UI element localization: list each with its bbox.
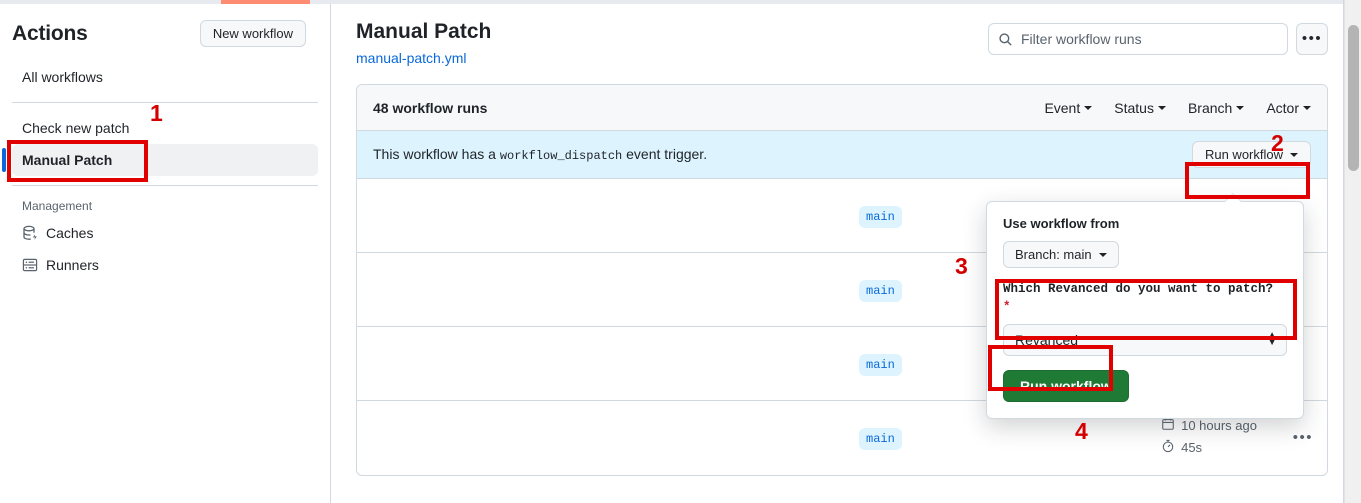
annotation-number-4: 4 <box>1075 418 1088 444</box>
chevron-down-icon <box>1098 252 1107 257</box>
page-header-right: ••• <box>988 18 1328 55</box>
top-accent-strip <box>0 0 1344 4</box>
branch-select-button[interactable]: Branch: main <box>1003 241 1119 268</box>
server-icon <box>22 257 38 273</box>
filter-branch[interactable]: Branch <box>1187 99 1245 116</box>
branch-badge[interactable]: main <box>859 354 902 376</box>
sidebar-header: Actions New workflow <box>0 4 330 57</box>
annotation-number-1: 1 <box>150 100 163 126</box>
required-marker: * <box>1003 300 1011 314</box>
sidebar-group-management: Management <box>22 199 93 213</box>
page-header-left: Manual Patch manual-patch.yml <box>356 18 988 66</box>
annotation-number-2: 2 <box>1271 130 1284 156</box>
run-workflow-label: Run workflow <box>1204 147 1283 162</box>
branch-badge[interactable]: main <box>859 280 902 302</box>
run-workflow-dropdown-button[interactable]: Run workflow <box>1191 141 1311 168</box>
filter-label: Actor <box>1266 99 1299 116</box>
page-scrollbar-thumb[interactable] <box>1348 25 1359 171</box>
filter-label: Branch <box>1187 99 1233 116</box>
run-meta: 10 hours ago 45s <box>1161 417 1257 456</box>
run-timestamp: 10 hours ago <box>1161 417 1257 434</box>
chevron-down-icon <box>1290 152 1298 157</box>
content-right-border <box>1343 0 1344 503</box>
sidebar-item-label: Caches <box>46 225 94 241</box>
database-icon <box>22 225 38 241</box>
run-duration: 45s <box>1161 439 1202 456</box>
row-overflow-menu-button[interactable]: ••• <box>1292 429 1313 446</box>
chevron-down-icon <box>1157 105 1166 110</box>
workflow-input-label: Which Revanced do you want to patch? * <box>1003 280 1287 316</box>
chevron-down-icon <box>1084 105 1093 110</box>
run-workflow-submit-button[interactable]: Run workflow <box>1003 370 1129 402</box>
run-duration-text: 45s <box>1181 440 1203 455</box>
run-workflow-popover: Use workflow from Branch: main Which Rev… <box>986 193 1304 419</box>
sidebar-item-label: Runners <box>46 257 99 273</box>
sidebar-item-label: Check new patch <box>22 120 130 136</box>
sidebar-item-all-workflows[interactable]: All workflows <box>12 61 318 93</box>
sidebar-item-label: Manual Patch <box>22 152 113 168</box>
sidebar-item-caches[interactable]: Caches <box>12 217 318 249</box>
runs-filters: Event Status Branch Actor <box>1044 100 1311 116</box>
actions-sidebar: Actions New workflow All workflows Check… <box>0 4 331 503</box>
sidebar-divider <box>12 185 318 186</box>
search-box[interactable] <box>988 23 1288 55</box>
annotation-number-3: 3 <box>955 253 968 279</box>
filter-label: Event <box>1044 99 1081 116</box>
search-input[interactable] <box>1021 24 1287 54</box>
branch-badge[interactable]: main <box>859 428 902 450</box>
table-row[interactable]: main <box>357 253 1327 327</box>
sidebar-divider <box>12 102 318 103</box>
run-timestamp-text: 10 hours ago <box>1181 418 1257 433</box>
table-row[interactable]: main 10 hours ago <box>357 401 1327 475</box>
runs-toolbar: 48 workflow runs Event Status Branch <box>357 85 1327 131</box>
sidebar-item-check-new-patch[interactable]: Check new patch <box>12 112 318 144</box>
dispatch-text-after: event trigger. <box>626 146 708 162</box>
active-tab-underline <box>221 0 310 4</box>
filter-event[interactable]: Event <box>1044 99 1093 116</box>
popover-input-field: Which Revanced do you want to patch? * R… <box>987 276 1303 356</box>
workflow-input-select-wrap: Revanced ▲▼ <box>1003 324 1287 356</box>
dispatch-banner-text: This workflow has a workflow_dispatch ev… <box>373 146 1192 163</box>
chevron-down-icon <box>1236 105 1245 110</box>
sidebar-item-manual-patch[interactable]: Manual Patch <box>2 144 318 176</box>
sidebar-nav: All workflows Check new patch Manual Pat… <box>0 57 330 281</box>
runs-count-label: 48 workflow runs <box>373 99 488 116</box>
use-workflow-from-label: Use workflow from <box>1003 216 1120 231</box>
branch-badge[interactable]: main <box>859 206 902 228</box>
page-overflow-menu-button[interactable]: ••• <box>1296 23 1328 55</box>
popover-branch-section: Use workflow from Branch: main <box>987 202 1303 276</box>
dispatch-text-before: This workflow has a <box>373 146 496 162</box>
workflow-dispatch-banner: This workflow has a workflow_dispatch ev… <box>357 131 1327 179</box>
sidebar-item-label: All workflows <box>22 69 103 85</box>
stopwatch-icon <box>1161 439 1175 456</box>
filter-label: Status <box>1114 99 1154 116</box>
workflow-input-label-text: Which Revanced do you want to patch? <box>1003 282 1274 296</box>
filter-status[interactable]: Status <box>1114 100 1166 116</box>
sidebar-title: Actions <box>12 21 88 45</box>
branch-select-label: Branch: main <box>1015 247 1092 262</box>
chevron-down-icon <box>1303 105 1311 110</box>
dispatch-event-code: workflow_dispatch <box>499 149 623 163</box>
workflow-file-link[interactable]: manual-patch.yml <box>356 50 467 66</box>
table-row[interactable]: main <box>357 179 1327 253</box>
calendar-icon <box>1161 417 1175 434</box>
page-title: Manual Patch <box>356 20 492 43</box>
new-workflow-button[interactable]: New workflow <box>199 20 306 47</box>
popover-actions: Run workflow <box>987 356 1303 418</box>
revanced-select[interactable]: Revanced <box>1003 324 1287 356</box>
kebab-icon: ••• <box>1301 30 1323 47</box>
page-header: Manual Patch manual-patch.yml ••• <box>356 4 1328 66</box>
filter-actor[interactable]: Actor <box>1266 100 1311 116</box>
sidebar-item-runners[interactable]: Runners <box>12 249 318 281</box>
